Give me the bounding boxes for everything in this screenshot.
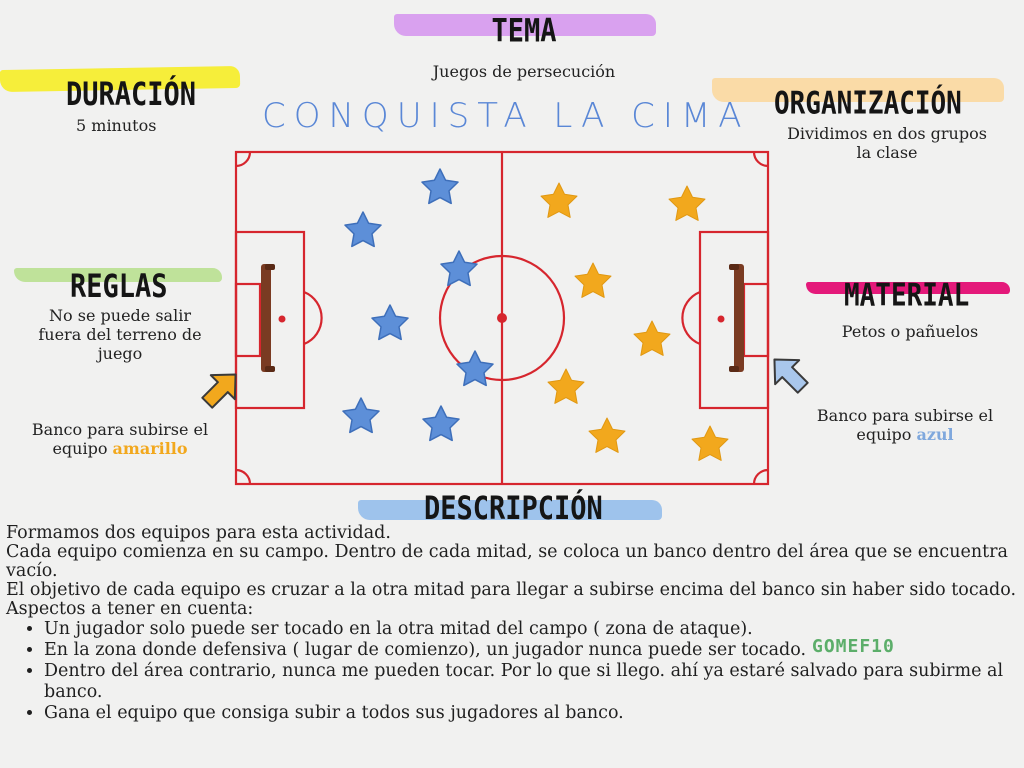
- organizacion-line1: Dividimos en dos grupos: [787, 124, 987, 143]
- blue-player-star: [342, 397, 380, 434]
- right-goal-area: [742, 282, 770, 358]
- blue-player-star: [371, 304, 409, 341]
- duracion-text: 5 minutos: [76, 116, 157, 135]
- banco-azul-prefix: equipo: [856, 425, 917, 444]
- banco-amarillo-label: Banco para subirse el equipo amarillo: [14, 420, 226, 458]
- aspect-item: Un jugador solo puede ser tocado en la o…: [44, 619, 1020, 640]
- descripcion-highlight: [358, 500, 662, 520]
- aspects-list: Un jugador solo puede ser tocado en la o…: [6, 619, 1020, 724]
- yellow-player-star: [668, 185, 706, 221]
- banco-azul-line1: Banco para subirse el: [816, 406, 994, 425]
- reglas-text: No se puede salir fuera del terreno de j…: [14, 306, 226, 363]
- center-spot: [497, 313, 507, 323]
- yellow-player-star: [574, 262, 612, 298]
- banco-azul-label: Banco para subirse el equipo azul: [800, 406, 1010, 444]
- corner-arc-bl: [235, 468, 252, 485]
- organizacion-line2: la clase: [856, 143, 918, 162]
- description-paragraph-1: Formamos dos equipos para esta actividad…: [6, 523, 391, 543]
- center-circle: [438, 254, 566, 382]
- yellow-player-star: [691, 425, 729, 461]
- left-penalty-spot: [278, 315, 286, 323]
- tema-heading: TEMA: [491, 12, 557, 51]
- banco-azul-team: azul: [916, 425, 954, 444]
- yellow-player-star: [547, 368, 585, 404]
- blue-player-star: [344, 211, 382, 248]
- right-penalty-arc: [681, 290, 701, 346]
- duracion-heading: DURACIÓN: [66, 76, 197, 114]
- yellow-arrow-icon: [201, 373, 237, 409]
- description-paragraph-2: Cada equipo comienza en su campo. Dentro…: [6, 542, 1008, 581]
- aspect-item: Gana el equipo que consiga subir a todos…: [44, 703, 1020, 724]
- left-goal-area: [234, 282, 262, 358]
- bench-left: [261, 264, 275, 372]
- tema-highlight: [394, 14, 656, 36]
- organizacion-heading: ORGANIZACIÓN: [774, 86, 962, 122]
- tema-text: Juegos de persecución: [432, 62, 616, 81]
- aspect-item: Dentro del área contrario, nunca me pued…: [44, 661, 1020, 703]
- reglas-line2: fuera del terreno de: [38, 325, 202, 344]
- blue-player-star: [421, 168, 459, 205]
- reglas-heading: REGLAS: [70, 268, 168, 306]
- blue-arrow-icon: [773, 358, 809, 394]
- blue-player-star: [456, 350, 494, 387]
- corner-arc-br: [752, 468, 769, 485]
- banco-amarillo-line1: Banco para subirse el: [31, 420, 209, 439]
- main-title: CONQUISTA LA CIMA: [262, 96, 750, 136]
- aspect-item: En la zona donde defensiva ( lugar de co…: [44, 640, 1020, 661]
- material-heading: MATERIAL: [844, 278, 970, 314]
- reglas-line1: No se puede salir: [49, 306, 191, 325]
- yellow-player-star: [540, 182, 578, 218]
- banco-amarillo-team: amarillo: [112, 439, 188, 458]
- bench-right: [729, 264, 744, 372]
- blue-player-star: [422, 405, 460, 442]
- reglas-line3: juego: [97, 344, 143, 363]
- material-text: Petos o pañuelos: [841, 322, 979, 341]
- material-highlight: [806, 282, 1010, 294]
- description-block: Formamos dos equipos para esta actividad…: [6, 524, 1020, 724]
- descripcion-heading: DESCRIPCIÓN: [424, 490, 603, 528]
- description-paragraph-4: Aspectos a tener en cuenta:: [6, 599, 254, 619]
- author-credit: GOMEF10: [812, 636, 895, 657]
- corner-arc-tr: [752, 151, 769, 168]
- right-penalty-spot: [717, 315, 725, 323]
- left-penalty-arc: [303, 290, 323, 346]
- blue-player-star: [440, 250, 478, 287]
- corner-arc-tl: [235, 151, 252, 168]
- yellow-player-star: [588, 417, 626, 453]
- organizacion-highlight: [712, 78, 1004, 102]
- organizacion-text: Dividimos en dos grupos la clase: [768, 124, 1006, 162]
- reglas-highlight: [14, 268, 222, 282]
- yellow-player-star: [633, 320, 671, 356]
- description-paragraph-3: El objetivo de cada equipo es cruzar a l…: [6, 580, 1017, 600]
- banco-amarillo-prefix: equipo: [52, 439, 113, 458]
